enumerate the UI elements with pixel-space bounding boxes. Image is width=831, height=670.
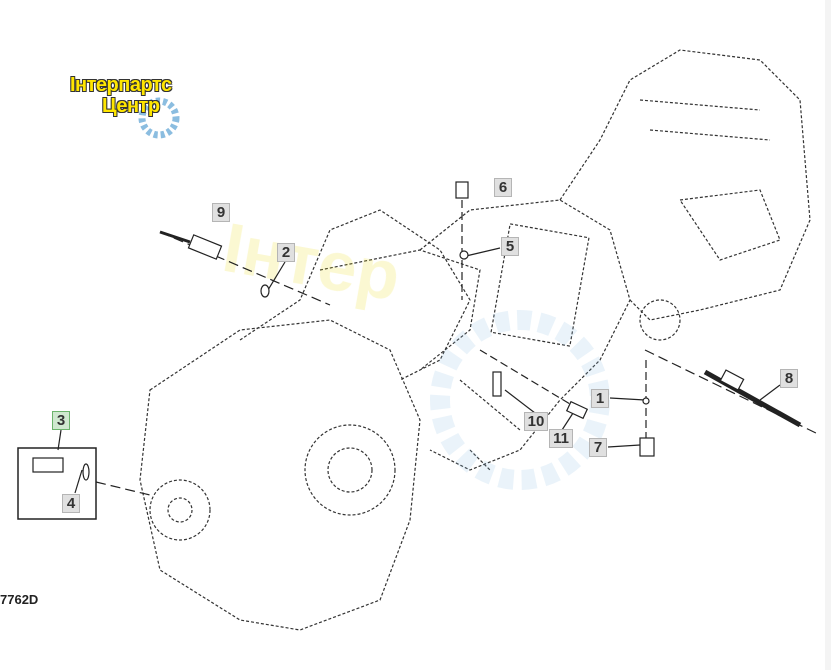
- leader-lines: [57, 200, 821, 496]
- callout-9[interactable]: 9: [212, 203, 230, 222]
- figure-id: 7762D: [0, 592, 39, 607]
- callout-7[interactable]: 7: [589, 438, 607, 457]
- kit-box: [17, 447, 97, 520]
- logo-line2: Центр: [102, 95, 160, 117]
- callout-2[interactable]: 2: [277, 243, 295, 262]
- gear-icon: [138, 97, 180, 139]
- watermark: Інтер: [217, 208, 610, 490]
- callout-10[interactable]: 10: [524, 412, 548, 431]
- page-edge: [825, 0, 831, 670]
- callout-6[interactable]: 6: [494, 178, 512, 197]
- callout-4[interactable]: 4: [62, 494, 80, 513]
- housing-outline: [139, 49, 811, 631]
- callout-8[interactable]: 8: [780, 369, 798, 388]
- parts: [32, 181, 802, 481]
- callout-3[interactable]: 3: [52, 411, 70, 430]
- logo: Інтерпартс Центр: [64, 70, 194, 142]
- callout-11[interactable]: 11: [549, 429, 573, 448]
- callout-1[interactable]: 1: [591, 389, 609, 408]
- svg-text:Інтер: Інтер: [217, 208, 406, 316]
- callout-5[interactable]: 5: [501, 237, 519, 256]
- logo-line1: Інтерпартс: [70, 74, 172, 96]
